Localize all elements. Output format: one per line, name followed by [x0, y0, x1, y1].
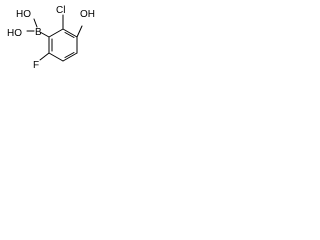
- ring-bond: [62, 28, 78, 38]
- atom-label-boron: B: [35, 27, 42, 38]
- ring-bond: [48, 52, 64, 62]
- atom-label-ho-top: HO: [16, 9, 31, 20]
- atom-label-ho-left: HO: [7, 28, 22, 39]
- atom-label-fluorine: F: [33, 60, 39, 71]
- ring-to-oh-bond: [76, 25, 83, 38]
- atom-label-oh-right: OH: [80, 9, 95, 20]
- bond-lines: [26, 14, 83, 62]
- ring-bond: [62, 52, 78, 62]
- ring-double-bond: [64, 32, 75, 38]
- ring-double-bond: [64, 52, 75, 58]
- ring-to-boron-bond: [39, 31, 50, 38]
- boron-to-top-oh-bond: [33, 18, 38, 28]
- ring-to-fluorine-bond: [39, 52, 50, 61]
- atom-label-chlorine: Cl: [56, 5, 65, 16]
- atom-labels: HO HO B Cl OH F: [7, 5, 95, 71]
- ring-bond: [48, 28, 64, 38]
- chemical-structure-diagram: HO HO B Cl OH F: [7, 5, 95, 71]
